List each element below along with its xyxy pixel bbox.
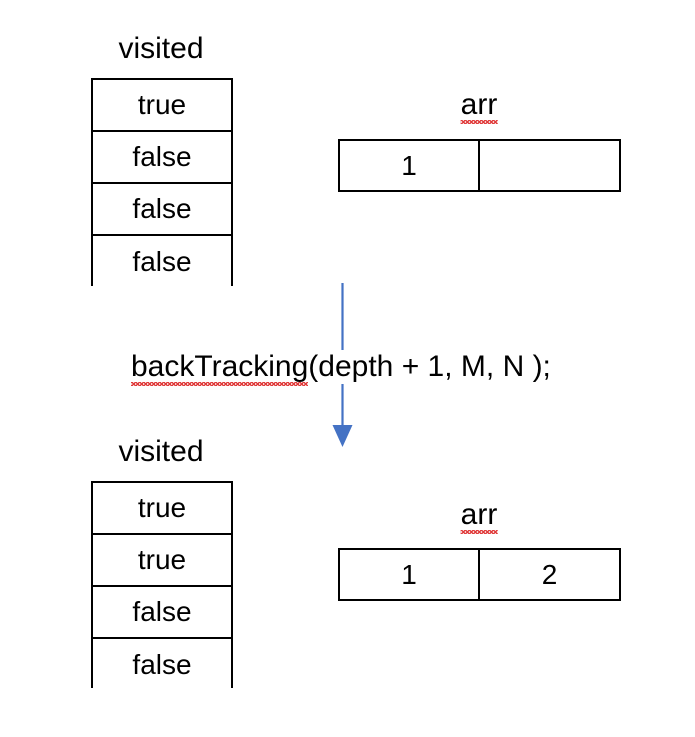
top-visited-cell-3: false	[93, 236, 231, 288]
bottom-visited-cell-2: false	[93, 587, 231, 639]
bottom-visited-cell-1: true	[93, 535, 231, 587]
top-arr-cell-1	[480, 141, 619, 190]
top-arr-table: 1	[338, 139, 621, 192]
bottom-visited-cell-0: true	[93, 483, 231, 535]
bottom-visited-label: visited	[118, 435, 204, 468]
top-visited-cell-1: false	[93, 132, 231, 184]
top-arr-cell-0: 1	[340, 141, 480, 190]
backtracking-call-fn-name: backTracking	[131, 350, 309, 386]
bottom-visited-cell-3: false	[93, 639, 231, 690]
top-arr-label: arr	[460, 88, 498, 124]
bottom-arr-table: 1 2	[338, 548, 621, 601]
bottom-arr-cell-1: 2	[480, 550, 619, 599]
top-visited-cell-0: true	[93, 80, 231, 132]
backtracking-call-args: (depth + 1, M, N );	[308, 350, 551, 383]
top-visited-table: true false false false	[91, 78, 233, 288]
top-visited-label: visited	[118, 32, 204, 65]
bottom-arr-label-text: arr	[460, 498, 498, 534]
bottom-arr-cell-0: 1	[340, 550, 480, 599]
bottom-visited-table: true true false false	[91, 481, 233, 690]
bottom-arr-label: arr	[460, 498, 498, 534]
top-arr-label-text: arr	[460, 88, 498, 124]
top-visited-cell-2: false	[93, 184, 231, 236]
backtracking-call-text: backTracking(depth + 1, M, N );	[131, 350, 551, 386]
